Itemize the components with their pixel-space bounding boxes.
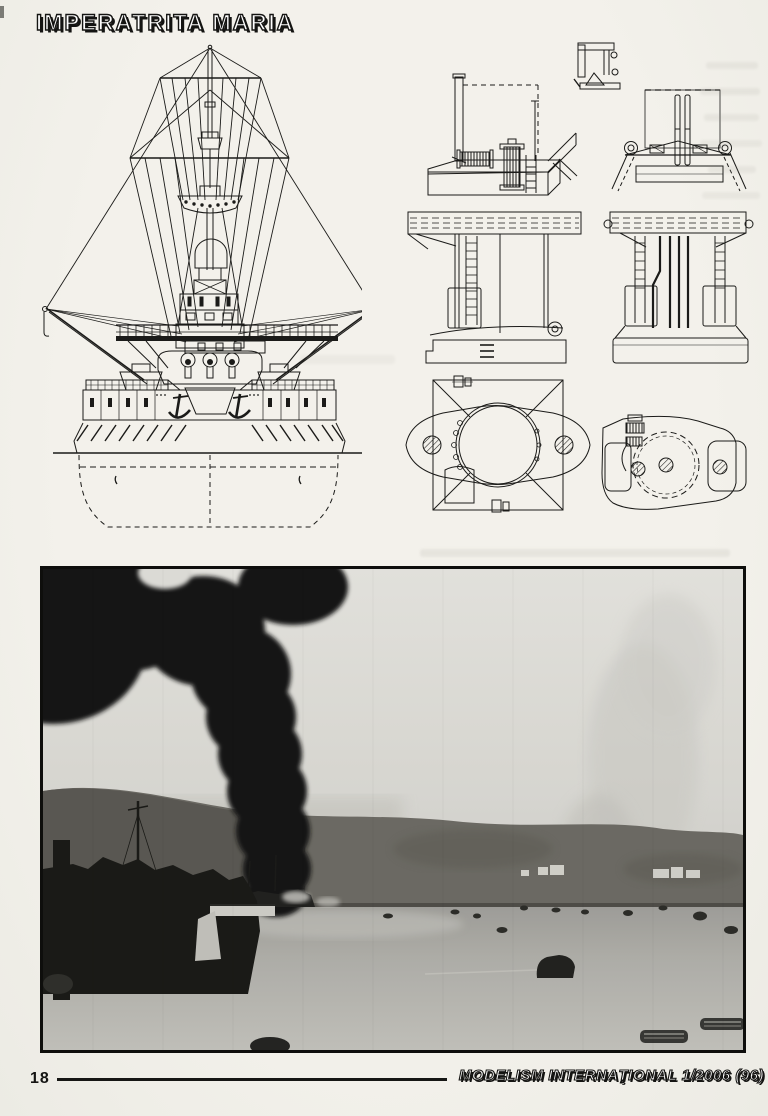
bow-rigging — [45, 47, 362, 337]
bow-mast — [177, 44, 243, 295]
detail-winch-platform — [427, 73, 578, 196]
photo-texture — [43, 569, 743, 1050]
photo-burning-ship-harbour — [40, 566, 746, 1053]
magazine-title: MODELISM INTERNAŢIONAL 1/2006 (96) — [458, 1066, 764, 1084]
page-title: IMPERATRITA MARIA — [35, 9, 295, 35]
detail-platform-ladder — [407, 211, 582, 364]
bow-cranes — [42, 306, 362, 385]
bleed-through-text — [420, 549, 730, 557]
bow-hull — [53, 389, 362, 528]
detail-small-fitting — [573, 42, 621, 90]
photo-halftone — [92, 569, 724, 1050]
plan-view-casing — [601, 414, 747, 510]
figure-bow-elevation — [28, 38, 362, 550]
detail-pipes-platform — [611, 89, 747, 192]
page-footer: 18 MODELISM INTERNAŢIONAL 1/2006 (96) — [0, 1064, 768, 1100]
bow-superstructure — [85, 293, 338, 415]
figure-deck-details — [398, 33, 766, 548]
detail-pipes-group — [603, 211, 754, 364]
plan-view-barbette — [405, 375, 591, 513]
page-number: 18 — [30, 1070, 50, 1087]
scan-artifact — [0, 6, 4, 18]
footer-rule — [57, 1078, 447, 1081]
